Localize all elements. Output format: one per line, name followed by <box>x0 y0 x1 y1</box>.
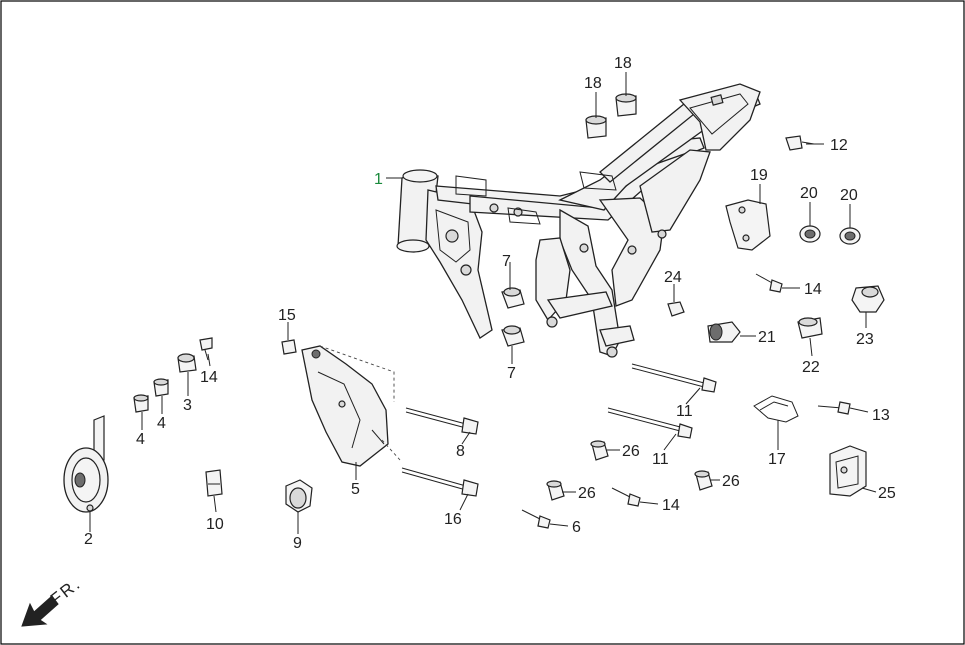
bolt-14b <box>611 487 641 507</box>
bolt-6 <box>521 509 551 529</box>
nut-15 <box>281 339 297 355</box>
bolt-12 <box>785 135 815 151</box>
callout-24: 24 <box>664 269 682 286</box>
callout-11b: 11 <box>652 451 669 468</box>
callout-17: 17 <box>768 451 786 468</box>
callout-25: 25 <box>878 485 896 502</box>
bolt-26b <box>546 480 565 501</box>
callout-7b: 7 <box>507 365 516 382</box>
callout-13: 13 <box>872 407 890 424</box>
callout-26a: 26 <box>622 443 640 460</box>
callout-3: 3 <box>183 397 192 414</box>
bolt-16 <box>401 467 479 497</box>
bolt-11a <box>631 363 717 393</box>
horn-2 <box>63 415 109 513</box>
callout-11a: 11 <box>676 403 693 420</box>
direction-arrow-icon <box>21 595 59 627</box>
callout-14a: 14 <box>200 369 218 386</box>
callout-16: 16 <box>444 511 462 528</box>
main-frame-part <box>396 83 761 358</box>
bushing-21 <box>707 321 741 343</box>
callout-10: 10 <box>206 516 224 533</box>
callout-2: 2 <box>84 531 93 548</box>
cover-plate-5 <box>301 345 401 467</box>
callout-labels: 1 2 3 4 4 5 6 7 7 8 9 10 11 11 12 13 14 … <box>84 55 896 552</box>
rubber-bushing-18a <box>585 115 607 139</box>
bracket-25 <box>829 445 867 497</box>
collar-22 <box>797 317 823 339</box>
callout-19: 19 <box>750 167 768 184</box>
grommet-20a <box>799 225 821 243</box>
bolt-14c <box>755 273 783 293</box>
callout-15: 15 <box>278 307 296 324</box>
rubber-bushing-18b <box>615 93 637 117</box>
callout-6: 6 <box>572 519 581 536</box>
callout-4b: 4 <box>157 415 166 432</box>
clip-9 <box>285 479 313 513</box>
nut-24 <box>667 301 685 317</box>
callout-21: 21 <box>758 329 776 346</box>
front-direction-indicator: FR. <box>21 574 85 627</box>
callout-4a: 4 <box>136 431 145 448</box>
clip-10 <box>205 469 223 497</box>
nut-7b <box>501 325 525 347</box>
collar-23 <box>851 285 885 313</box>
callout-12: 12 <box>830 137 848 154</box>
callout-22: 22 <box>802 359 820 376</box>
callout-14b: 14 <box>662 497 680 514</box>
washer-4a <box>133 394 149 413</box>
grommet-20b <box>839 227 861 245</box>
callout-1: 1 <box>374 171 383 188</box>
callout-23: 23 <box>856 331 874 348</box>
callout-14c: 14 <box>804 281 822 298</box>
callout-26b: 26 <box>578 485 596 502</box>
clamp-17 <box>753 395 799 423</box>
callout-20b: 20 <box>840 187 858 204</box>
screw-13 <box>817 401 851 415</box>
bolt-8 <box>405 407 479 435</box>
callout-26c: 26 <box>722 473 740 490</box>
bolt-26c <box>694 470 713 491</box>
callout-18b: 18 <box>614 55 632 72</box>
nut-3 <box>177 353 197 373</box>
bolt-14a <box>199 337 213 361</box>
nut-7a <box>501 287 525 309</box>
callout-9: 9 <box>293 535 302 552</box>
bolt-11b <box>607 407 693 439</box>
callout-8: 8 <box>456 443 465 460</box>
bracket-19 <box>725 199 771 251</box>
bolt-26a <box>590 440 609 461</box>
callout-7a: 7 <box>502 253 511 270</box>
callout-18a: 18 <box>584 75 602 92</box>
callout-20a: 20 <box>800 185 818 202</box>
washer-4b <box>153 378 169 397</box>
leader-lines <box>89 72 877 534</box>
callout-5: 5 <box>351 481 360 498</box>
